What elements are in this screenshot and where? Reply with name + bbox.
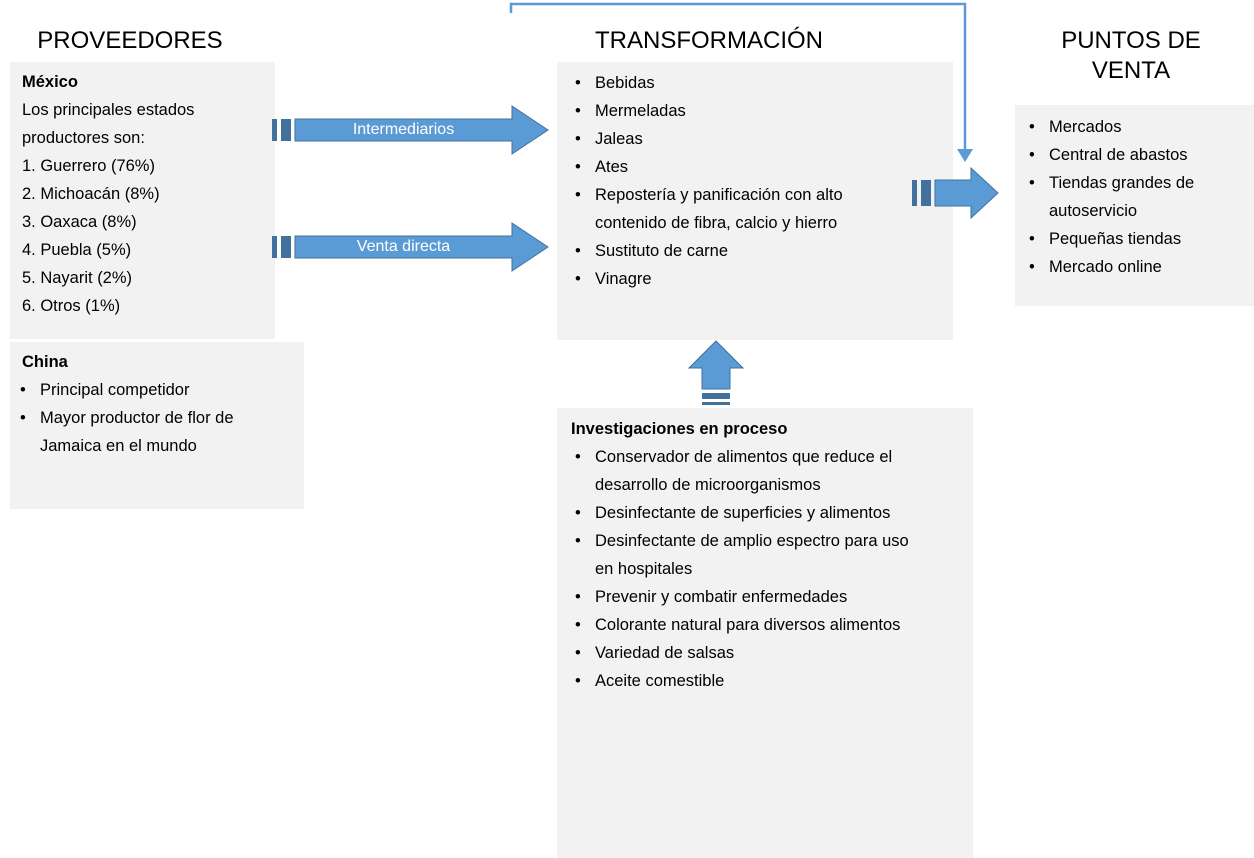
list-item: Variedad de salsas: [571, 639, 911, 667]
research-up-arrow-icon: [687, 340, 745, 405]
producer-state-item: 2. Michoacán (8%): [22, 185, 160, 203]
producer-state-item: 6. Otros (1%): [22, 297, 121, 315]
arrow-stripe: [702, 402, 730, 405]
china-bullet-list: Principal competidor Mayor productor de …: [16, 376, 259, 460]
list-item: Vinagre: [571, 265, 909, 293]
list-item: Mercado online: [1025, 253, 1254, 281]
list-item: Central de abastos: [1025, 141, 1254, 169]
products-bullet-list: Bebidas Mermeladas Jaleas Ates Reposterí…: [571, 69, 909, 293]
list-item: Aceite comestible: [571, 667, 911, 695]
list-item: Desinfectante de amplio espectro para us…: [571, 527, 911, 583]
mexico-suppliers-box: México Los principales estados productor…: [10, 62, 275, 339]
list-item: Principal competidor: [16, 376, 259, 404]
mexico-intro-text: Los principales estados productores son:: [22, 101, 195, 147]
research-bullet-list: Conservador de alimentos que reduce el d…: [571, 443, 911, 695]
list-item: Mayor productor de flor de Jamaica en el…: [16, 404, 259, 460]
list-item: Mermeladas: [571, 97, 909, 125]
producer-state-item: 5. Nayarit (2%): [22, 269, 133, 287]
producer-state-item: 1. Guerrero (76%): [22, 157, 155, 175]
investigaciones-box: Investigaciones en proceso Conservador d…: [557, 408, 973, 858]
venta-directa-arrow-label: Venta directa: [356, 238, 451, 255]
list-item: Jaleas: [571, 125, 909, 153]
investigaciones-heading: Investigaciones en proceso: [571, 420, 788, 438]
producer-state-item: 3. Oaxaca (8%): [22, 213, 137, 231]
list-item: Tiendas grandes de autoservicio: [1025, 169, 1254, 225]
intermediarios-arrow-label: Intermediarios: [352, 121, 455, 138]
puntos-de-venta-column-title: PUNTOS DE VENTA: [1061, 27, 1201, 84]
list-item: Mercados: [1025, 113, 1254, 141]
transformacion-products-box: Bebidas Mermeladas Jaleas Ates Reposterí…: [557, 62, 953, 340]
list-item: Repostería y panificación con alto conte…: [571, 181, 909, 237]
list-item: Prevenir y combatir enfermedades: [571, 583, 911, 611]
china-heading: China: [22, 353, 68, 371]
arrow-body: [687, 340, 745, 390]
list-item: Ates: [571, 153, 909, 181]
proveedores-column-title: PROVEEDORES: [37, 27, 223, 54]
transformacion-column-title: TRANSFORMACIÓN: [595, 27, 823, 54]
puntos-de-venta-box: Mercados Central de abastos Tiendas gran…: [1015, 105, 1254, 306]
mexico-heading: México: [22, 73, 78, 91]
connector-arrowhead-icon: [957, 149, 973, 162]
sales-bullet-list: Mercados Central de abastos Tiendas gran…: [1025, 113, 1254, 281]
arrow-stripe: [702, 393, 730, 399]
list-item: Pequeñas tiendas: [1025, 225, 1254, 253]
arrow-stripe: [281, 119, 291, 141]
producer-state-item: 4. Puebla (5%): [22, 241, 132, 259]
list-item: Desinfectante de superficies y alimentos: [571, 499, 911, 527]
china-competitor-box: China Principal competidor Mayor product…: [10, 342, 304, 509]
list-item: Conservador de alimentos que reduce el d…: [571, 443, 911, 499]
list-item: Colorante natural para diversos alimento…: [571, 611, 911, 639]
arrow-stripe: [281, 236, 291, 258]
list-item: Sustituto de carne: [571, 237, 909, 265]
list-item: Bebidas: [571, 69, 909, 97]
